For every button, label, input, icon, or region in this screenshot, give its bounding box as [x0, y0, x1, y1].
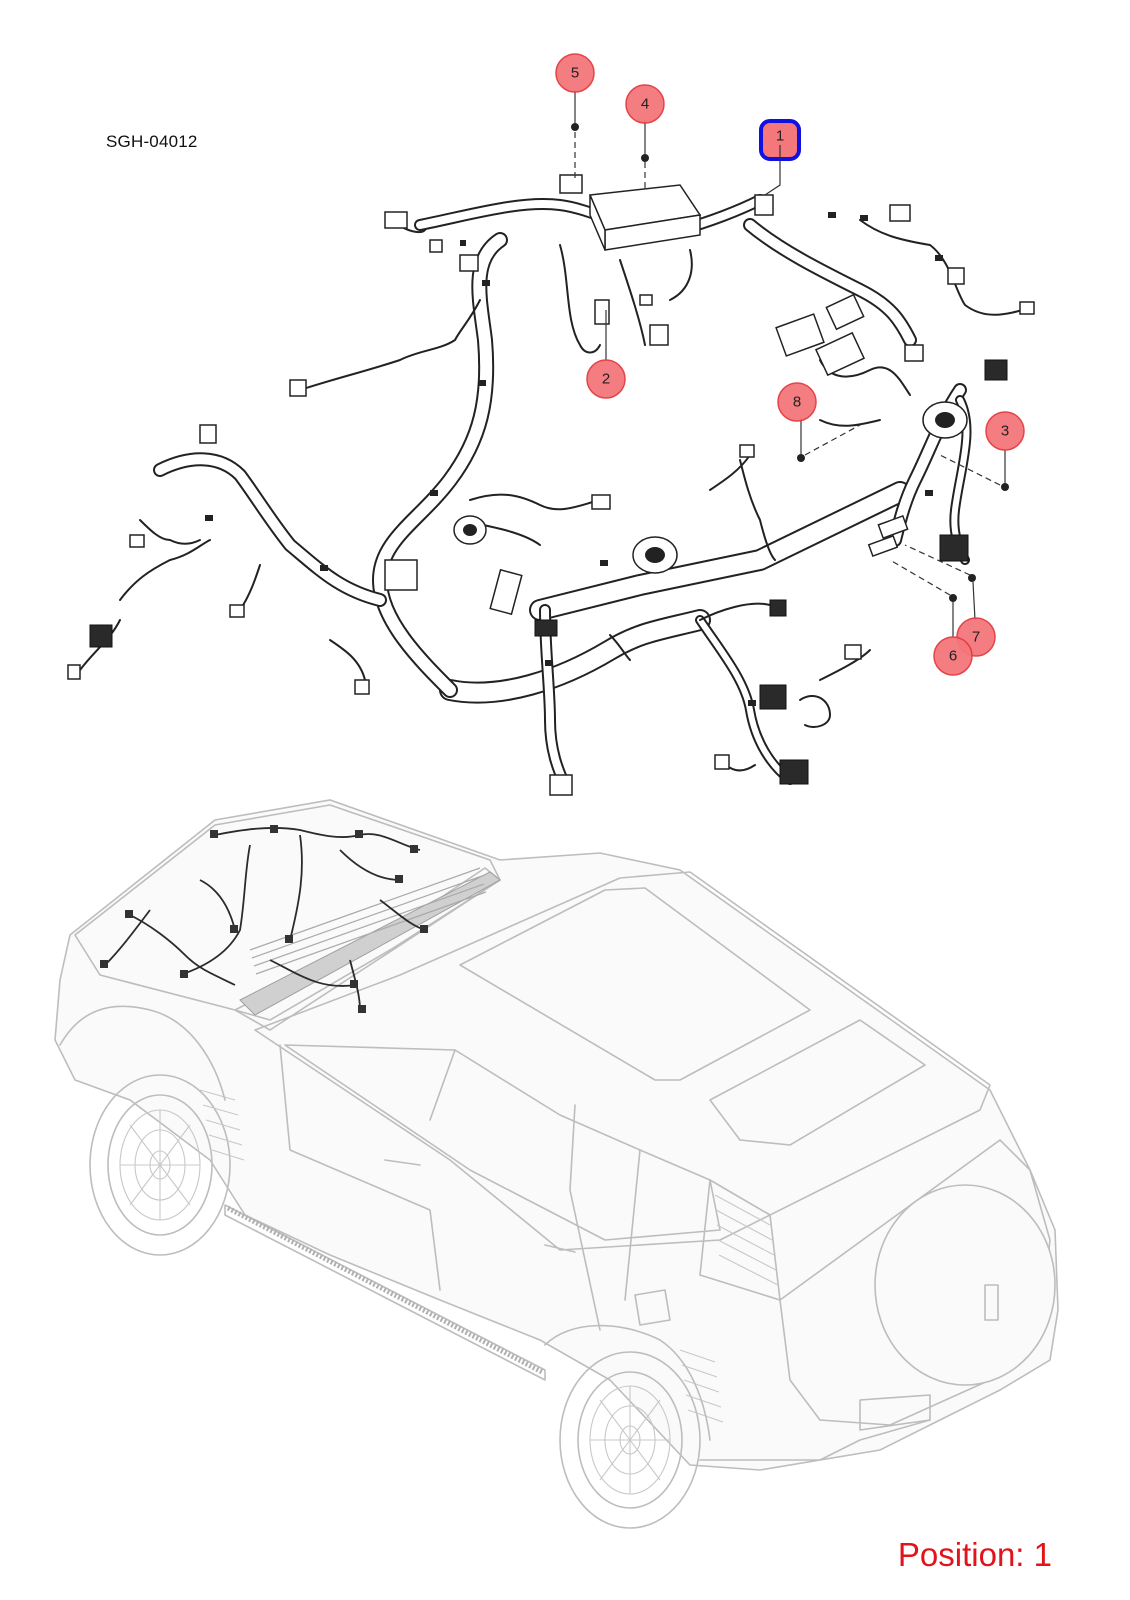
bolt-5-icon [571, 123, 579, 131]
callout-3[interactable]: 3 [985, 411, 1025, 451]
callout-7-label: 7 [972, 629, 980, 646]
wiring-harness-illustration [67, 90, 1035, 796]
position-indicator: Position: 1 [897, 1536, 1052, 1573]
vehicle-body [54, 799, 1059, 1471]
drawing-reference-code: SGH-04012 [106, 132, 198, 151]
leader-lines [574, 90, 1006, 637]
spare-wheel-cover [874, 1184, 1056, 1386]
callout-6-label: 6 [949, 648, 957, 665]
callout-5[interactable]: 5 [555, 53, 595, 93]
connectors [67, 174, 1035, 796]
callout-1-label: 1 [776, 128, 784, 145]
bolt-8-icon [797, 454, 805, 462]
callout-markers: 1 2 3 4 5 7 6 [555, 53, 1025, 676]
bolt-6-icon [949, 594, 957, 602]
sunroof-rear [709, 1019, 926, 1146]
callout-5-label: 5 [571, 65, 579, 82]
rear-wheel [559, 1351, 701, 1529]
callout-2[interactable]: 2 [586, 359, 626, 399]
callout-8[interactable]: 8 [777, 382, 817, 422]
fasteners [571, 123, 1009, 602]
bolt-4-icon [641, 154, 649, 162]
callout-3-label: 3 [1001, 423, 1009, 440]
callout-1[interactable]: 1 [759, 119, 801, 161]
dashboard-beam-illustration [239, 867, 501, 1016]
callout-4[interactable]: 4 [625, 84, 665, 124]
grommets [453, 401, 968, 574]
callout-4-label: 4 [641, 96, 649, 113]
cross-car-beam-harness [439, 481, 911, 704]
control-module [588, 184, 702, 251]
harness-clips [205, 212, 943, 706]
left-main-trunk [153, 232, 508, 698]
bolt-7-icon [968, 574, 976, 582]
bolt-3-icon [1001, 483, 1009, 491]
vehicle-roof [254, 871, 991, 1251]
front-wheel [89, 1074, 231, 1256]
vehicle-running-board [224, 1204, 546, 1381]
sunroof-front [459, 887, 811, 1081]
vehicle-locator-illustration [54, 799, 1059, 1529]
lower-branches [539, 604, 795, 791]
callout-8-label: 8 [793, 394, 801, 411]
vehicle-harness-overlay [100, 825, 428, 1013]
callout-6[interactable]: 6 [933, 636, 973, 676]
vehicle-bonnet [74, 804, 501, 1021]
callout-2-label: 2 [602, 371, 610, 388]
